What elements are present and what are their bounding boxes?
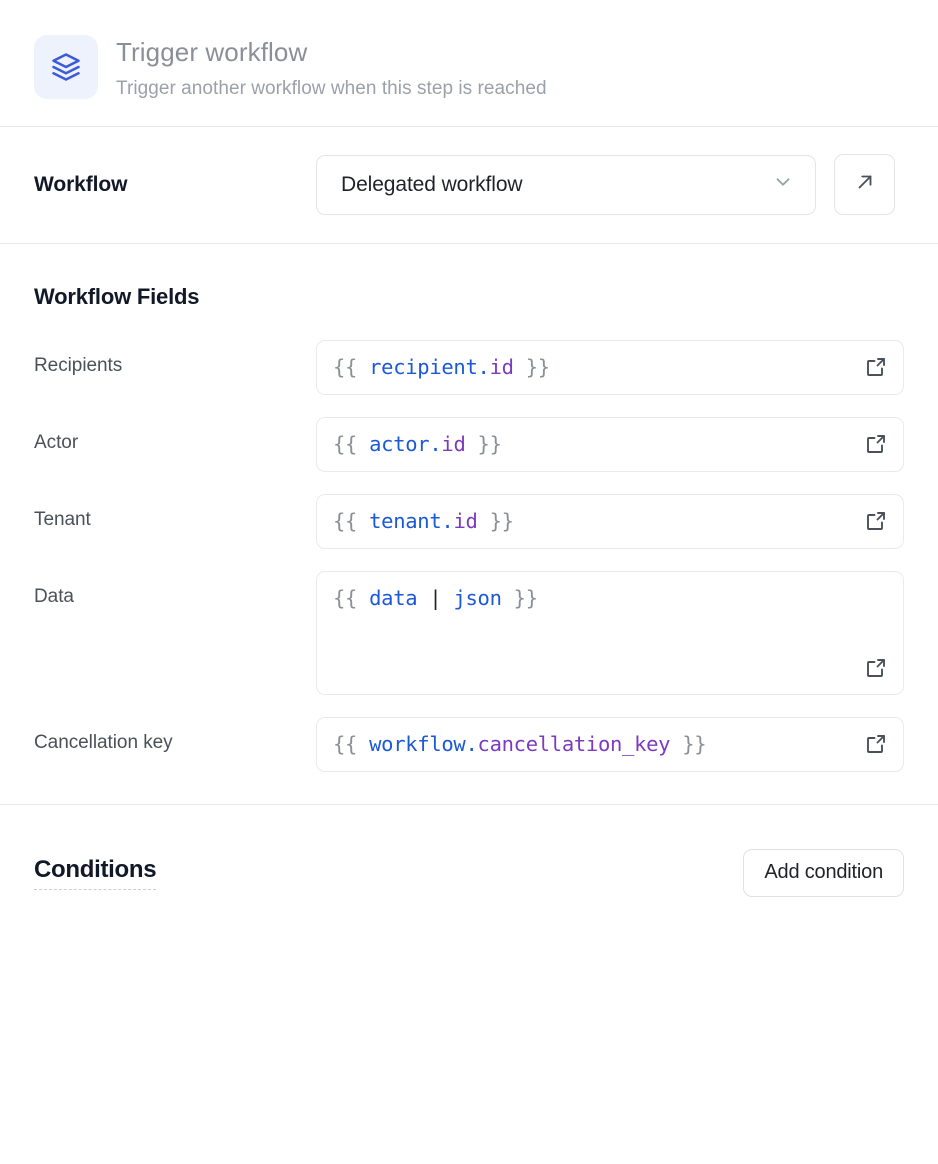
chevron-down-icon [772,171,794,198]
conditions-section: Conditions Add condition [0,805,938,927]
field-row-actor: Actor {{ actor.id }} [34,416,904,472]
workflow-select[interactable]: Delegated workflow [316,154,816,215]
workflow-fields-list: Recipients {{ recipient.id }} Actor {{ acto… [34,339,904,772]
field-row-cancellation-key: Cancellation key {{ workflow.cancellation… [34,716,904,772]
conditions-title: Conditions [34,856,157,890]
field-label-actor: Actor [34,431,79,453]
step-header-text: Trigger workflow Trigger another workflo… [116,32,547,100]
template-input-actor[interactable]: {{ actor.id }} [316,416,904,472]
template-code-tenant: {{ tenant.id }} [333,508,514,533]
field-row-tenant: Tenant {{ tenant.id }} [34,493,904,549]
external-link-icon[interactable] [863,731,889,757]
workflow-row: Workflow Delegated workflow [34,153,904,217]
workflow-fields-heading: Workflow Fields [34,283,200,309]
template-code-data: {{ data | json }} [333,585,538,610]
external-link-icon[interactable] [863,655,889,681]
template-input-cancellation-key[interactable]: {{ workflow.cancellation_key }} [316,716,904,772]
workflow-fields-section: Workflow Fields Recipients {{ recipient.i… [0,244,938,805]
template-code-cancellation-key: {{ workflow.cancellation_key }} [333,731,707,756]
step-header: Trigger workflow Trigger another workflo… [0,0,938,127]
template-input-data[interactable]: {{ data | json }} [316,570,904,695]
field-label-cancellation-key: Cancellation key [34,731,173,753]
arrow-up-right-icon [854,171,876,198]
field-row-recipients: Recipients {{ recipient.id }} [34,339,904,395]
field-label-data: Data [34,585,74,607]
external-link-icon[interactable] [863,431,889,457]
template-input-recipients[interactable]: {{ recipient.id }} [316,339,904,395]
page-title: Trigger workflow [116,37,308,67]
workflow-label: Workflow [34,172,128,196]
external-link-icon[interactable] [863,508,889,534]
workflow-select-value: Delegated workflow [341,172,523,196]
layers-stack-icon [34,35,98,99]
page-subtitle: Trigger another workflow when this step … [116,78,547,100]
field-label-recipients: Recipients [34,354,123,376]
template-code-actor: {{ actor.id }} [333,431,502,456]
field-row-data: Data {{ data | json }} [34,570,904,695]
workflow-select-section: Workflow Delegated workflow [0,127,938,244]
external-link-icon[interactable] [863,354,889,380]
open-workflow-button[interactable] [834,154,895,216]
template-input-tenant[interactable]: {{ tenant.id }} [316,493,904,549]
add-condition-button[interactable]: Add condition [743,848,904,897]
template-code-recipients: {{ recipient.id }} [333,354,550,379]
field-label-tenant: Tenant [34,508,91,530]
